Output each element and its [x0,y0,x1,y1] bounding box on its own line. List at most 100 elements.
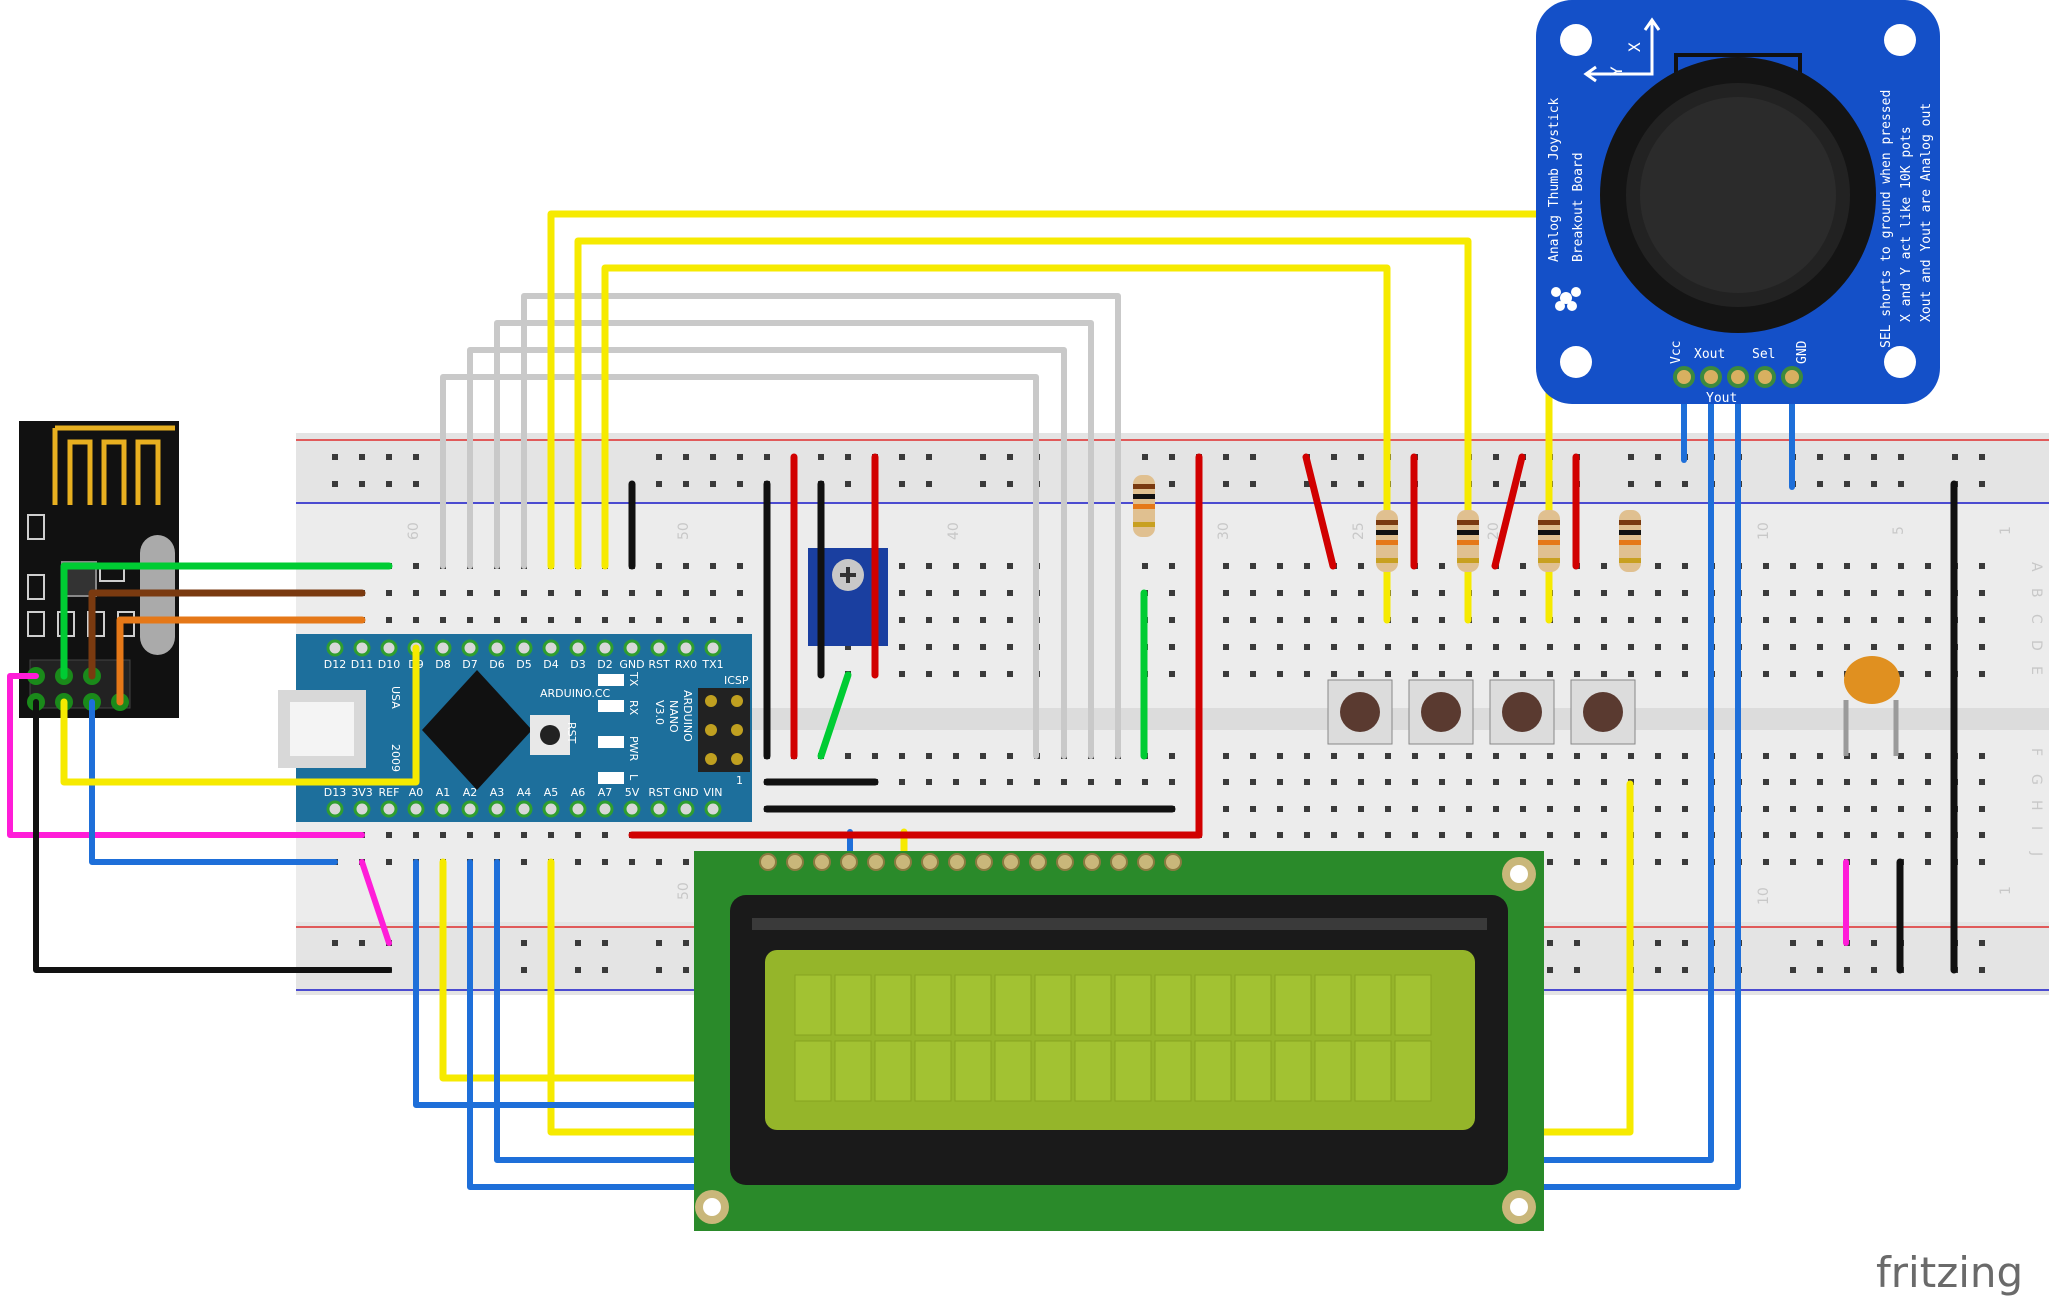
rail-hole [656,481,662,487]
arduino-pin-label: TX1 [701,658,723,671]
lcd-cell [994,1040,1032,1102]
breadboard-hole [1628,671,1634,677]
breadboard-hole [1898,563,1904,569]
lcd-cell [1154,974,1192,1036]
rail-hole [1979,454,1985,460]
breadboard-hole [1358,779,1364,785]
joystick-title-line1: Analog Thumb Joystick [1547,97,1562,262]
rail-hole [1871,967,1877,973]
breadboard-hole [413,590,419,596]
breadboard-hole [1601,779,1607,785]
breadboard-hole [1763,617,1769,623]
breadboard-hole [1358,590,1364,596]
breadboard-hole [1277,617,1283,623]
breadboard-hole [1169,644,1175,650]
breadboard-hole [1277,753,1283,759]
breadboard-hole [1871,806,1877,812]
breadboard-hole [1007,644,1013,650]
rail-hole [1223,481,1229,487]
col-label-50: 50 [676,522,692,540]
breadboard-hole [1412,671,1418,677]
breadboard-hole [899,563,905,569]
breadboard-hole [1466,832,1472,838]
wire-white-1 [440,374,1039,759]
breadboard-hole [440,832,446,838]
arduino-pin-label: A4 [517,786,532,799]
lcd-pin [921,853,939,871]
wire-red-3 [1302,453,1337,570]
breadboard-hole [467,832,473,838]
breadboard-hole [1628,590,1634,596]
rail-hole [1169,481,1175,487]
breadboard-hole [1979,832,1985,838]
breadboard-hole [548,617,554,623]
arduino-pin [677,800,695,818]
lcd-cell [1034,974,1072,1036]
arduino-led-tx: TX [627,671,640,687]
breadboard-hole [602,617,608,623]
breadboard-hole [1007,671,1013,677]
lcd-cell [834,1040,872,1102]
breadboard-hole [872,753,878,759]
joystick-pin-vcc: Vcc [1669,341,1684,364]
rail-hole [1358,481,1364,487]
arduino-pin-label: A3 [490,786,505,799]
joystick-note-line2: X and Y act like 10K pots [1899,126,1914,322]
breadboard-hole [1682,753,1688,759]
lcd-pin [1137,853,1155,871]
arduino-model-line1: ARDUINO [681,690,694,742]
breadboard-hole [1898,644,1904,650]
breadboard-hole [1277,832,1283,838]
breadboard-hole [656,563,662,569]
rail-hole [1628,481,1634,487]
wire-yellow-nrf [60,644,420,786]
breadboard-hole [953,779,959,785]
breadboard-hole [1250,832,1256,838]
rail-hole [359,481,365,487]
lcd-cell [954,974,992,1036]
breadboard-hole [521,617,527,623]
rail-hole [332,481,338,487]
lcd-pin [813,853,831,871]
wire-yellow-1 [547,210,1553,624]
breadboard-hole [1331,832,1337,838]
breadboard-hole [1925,806,1931,812]
breadboard-hole [1223,563,1229,569]
breadboard-hole [575,832,581,838]
lcd-cell [874,1040,912,1102]
breadboard-hole [1979,671,1985,677]
rail-hole [710,454,716,460]
lcd-pin [786,853,804,871]
lcd-pin [840,853,858,871]
breadboard-hole [683,563,689,569]
breadboard-hole [1628,617,1634,623]
arduino-pin [488,800,506,818]
breadboard-hole [1034,779,1040,785]
breadboard-hole [521,832,527,838]
breadboard-hole [1331,644,1337,650]
breadboard-hole [980,563,986,569]
breadboard-hole [1790,617,1796,623]
breadboard-hole [1250,563,1256,569]
breadboard-hole [1385,753,1391,759]
lcd-cell [1194,1040,1232,1102]
breadboard-hole [1304,832,1310,838]
breadboard-hole [926,753,932,759]
breadboard-hole [386,859,392,865]
push-buttons [1327,679,1636,745]
flower-icon [1551,287,1581,311]
breadboard-hole [1412,779,1418,785]
breadboard-hole [710,617,716,623]
breadboard-hole [737,590,743,596]
breadboard-hole [980,753,986,759]
breadboard-hole [1304,563,1310,569]
ceramic-capacitor [1843,656,1900,756]
breadboard-hole [1682,590,1688,596]
rail-hole [818,454,824,460]
lcd-cell [914,974,952,1036]
rail-hole [1817,940,1823,946]
rail-hole [1871,481,1877,487]
breadboard-hole [1439,590,1445,596]
wire-white-3 [494,320,1094,759]
breadboard-hole [1790,806,1796,812]
